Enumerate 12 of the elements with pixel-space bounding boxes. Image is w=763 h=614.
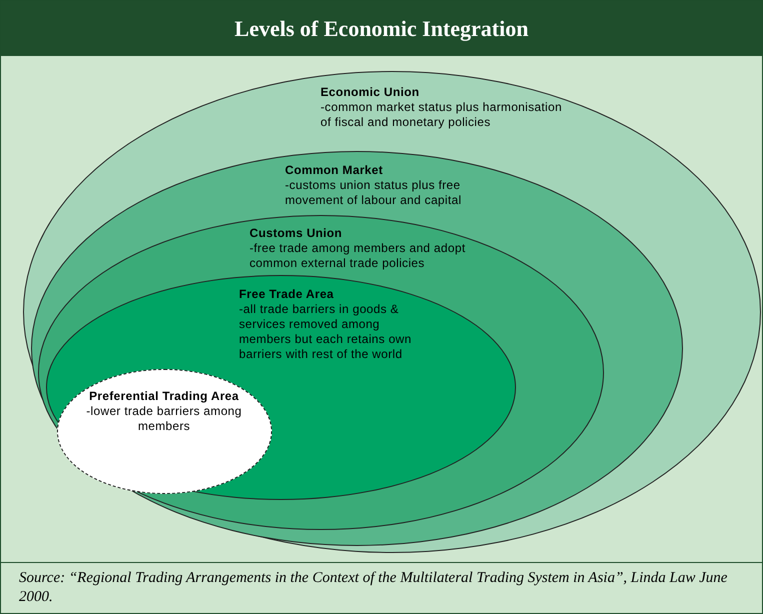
level-heading: Free Trade Area xyxy=(239,286,335,302)
level-heading: Customs Union xyxy=(250,226,344,241)
level-description: -common market status plus harmonisation of fiscal and monetary policies xyxy=(320,100,563,130)
source-caption: Source: “Regional Trading Arrangements in the Context of the Multilateral Trading System in Asia”, Linda Law June 2000. xyxy=(19,569,728,607)
level-description: -all trade barriers in goods & services removed among members but each retains own barriers with rest of the world xyxy=(239,302,412,362)
level-description: -free trade among members and adopt common external trade policies xyxy=(250,241,466,271)
level-heading: Preferential Trading Area xyxy=(88,389,240,404)
level-description: -customs union status plus free movement of labour and capital xyxy=(285,178,462,208)
level-heading: Common Market xyxy=(285,162,384,178)
title: Levels of Economic Integration xyxy=(1,1,762,56)
level-description: -lower trade barriers among members xyxy=(85,404,243,434)
level-heading: Economic Union xyxy=(320,85,420,100)
